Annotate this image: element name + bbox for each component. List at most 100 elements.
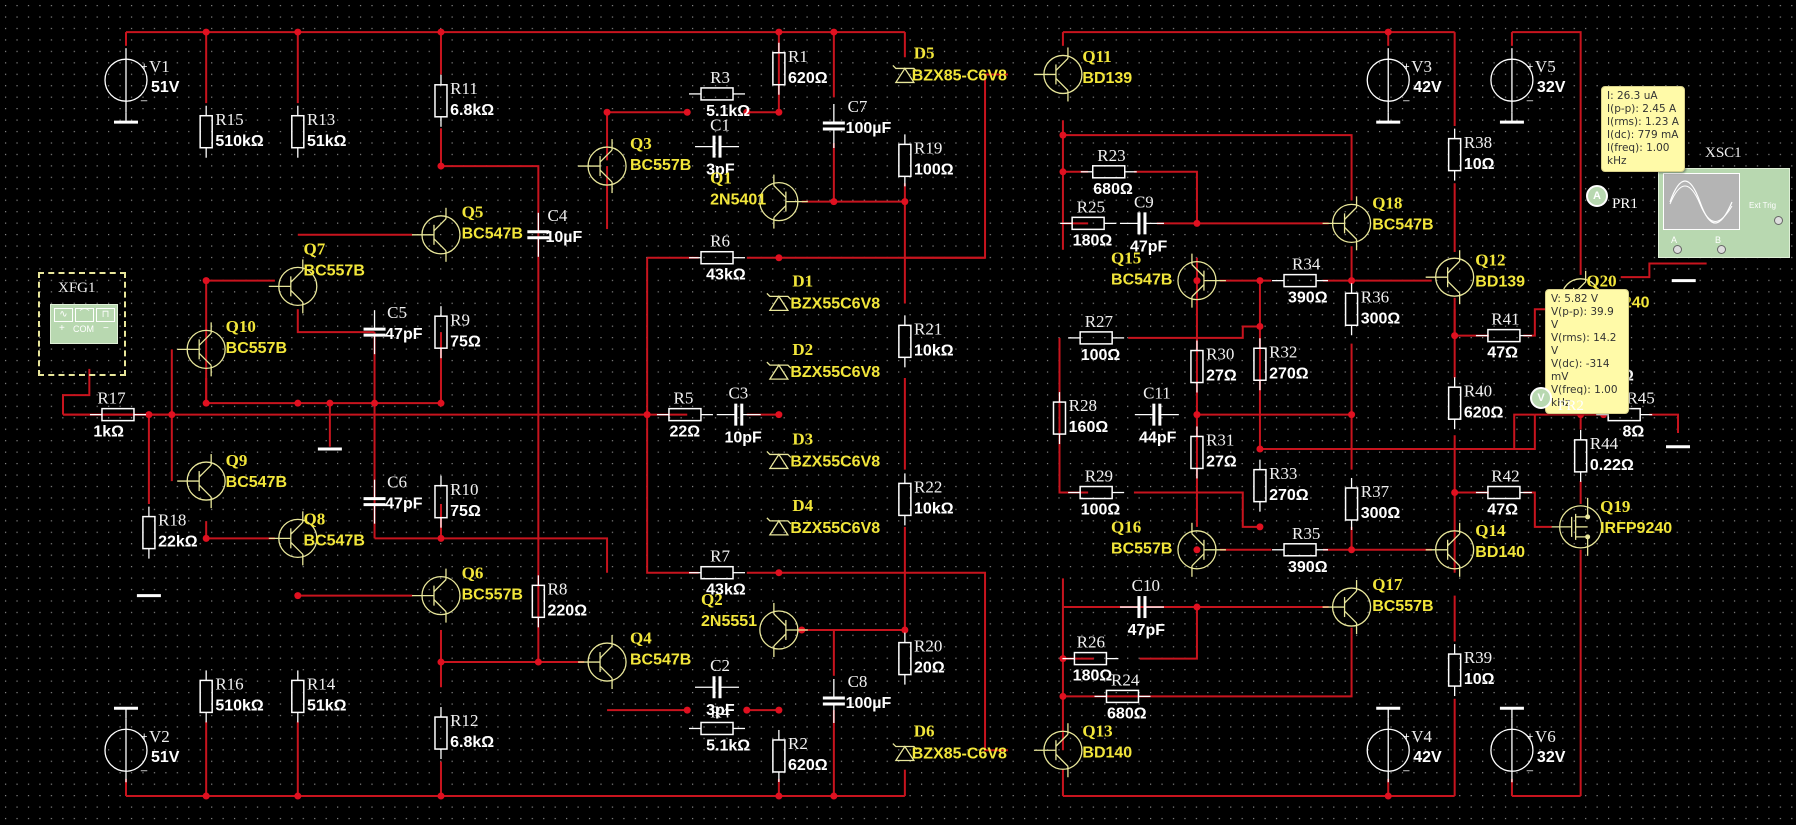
function-generator-xfg1[interactable]: XFG1 ∿ ⌒ ⊓ + COM − bbox=[38, 272, 126, 376]
ext-trig-terminal[interactable] bbox=[1774, 216, 1783, 225]
resistor-r3[interactable]: R35.1kΩ bbox=[689, 68, 750, 120]
resistor-value: 22kΩ bbox=[158, 534, 198, 551]
channel-b-terminal[interactable] bbox=[1717, 245, 1726, 254]
junction bbox=[1059, 131, 1067, 139]
junction bbox=[1384, 792, 1392, 800]
probe-pr1-icon[interactable]: A bbox=[1586, 185, 1608, 207]
oscilloscope-xsc1[interactable]: Ext Trig A B bbox=[1658, 168, 1790, 258]
probe-pr2-icon[interactable]: V bbox=[1530, 387, 1552, 409]
source-value: 42V bbox=[1413, 749, 1442, 766]
channel-a-terminal[interactable] bbox=[1673, 245, 1682, 254]
junction bbox=[743, 108, 751, 116]
source-value: 42V bbox=[1413, 79, 1442, 96]
resistor-r4[interactable]: R45.1kΩ bbox=[689, 702, 750, 754]
